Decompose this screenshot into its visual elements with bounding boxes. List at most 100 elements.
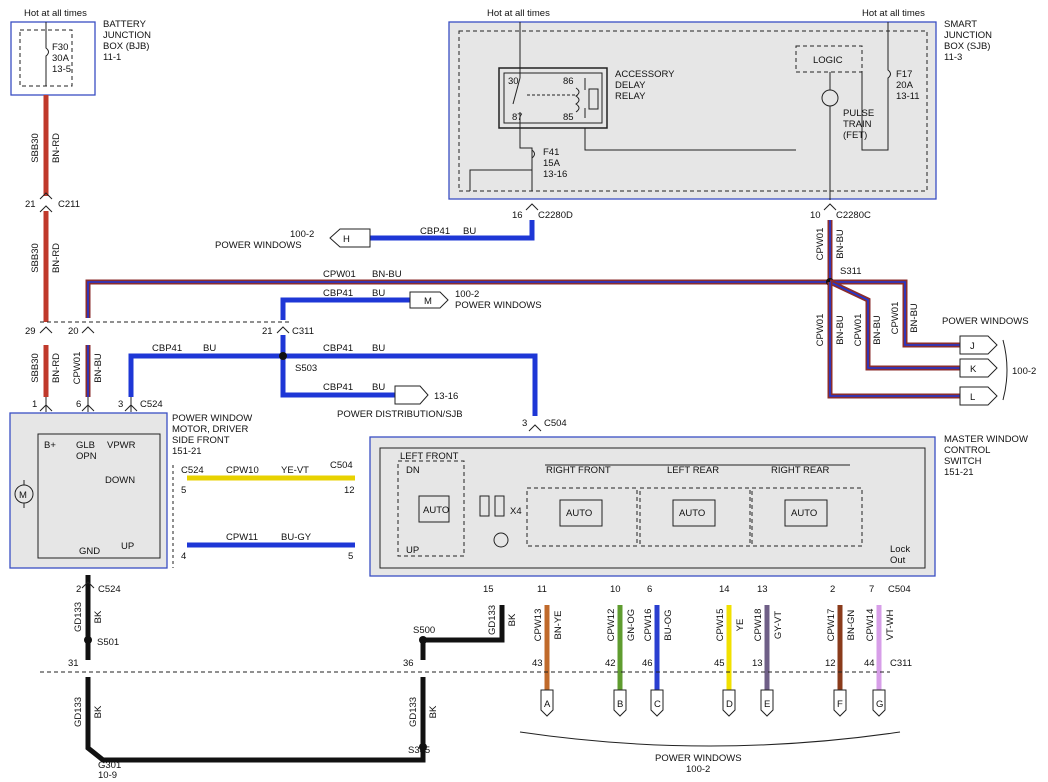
connector-m [409, 291, 449, 309]
bnrd-label-b: BN-RD [51, 243, 62, 273]
pin-20: 20 [68, 326, 79, 337]
battery-junction-box [10, 21, 96, 96]
pw-bottom-ref: 100-2 [686, 764, 710, 775]
connector-f [833, 689, 847, 717]
c504-label-b: C504 [330, 460, 353, 471]
wire-circuit: CPW15 [715, 609, 726, 642]
wire-bottom-pin: 45 [714, 658, 725, 669]
pin-2: 2 [76, 584, 81, 595]
connector-label: F [837, 699, 843, 710]
pin-5: 5 [181, 485, 186, 496]
bu-l-label: BU [203, 343, 216, 354]
right-rear-label: RIGHT REAR [771, 465, 830, 476]
c524-label-a: C524 [140, 399, 163, 410]
auto-label-rf: AUTO [566, 508, 592, 519]
bu-m-label: BU [372, 288, 385, 299]
s500-label: S500 [413, 625, 435, 636]
splice-s503 [279, 352, 287, 360]
connector-label: D [726, 699, 733, 710]
pulse-label-1: PULSE [843, 108, 874, 119]
auto-label-lr: AUTO [679, 508, 705, 519]
sbb30-label-a: SBB30 [30, 133, 41, 163]
wire-bottom-pin: 44 [864, 658, 875, 669]
pin-21: 21 [25, 199, 36, 210]
connector-power-distribution [394, 385, 429, 405]
pd-label: POWER DISTRIBUTION/SJB [337, 409, 463, 420]
wire-circuit: CPW16 [643, 609, 654, 642]
c311-label-b: C311 [890, 658, 912, 669]
wire-cpw01 [85, 220, 833, 397]
f30-ref: 13-5 [52, 64, 71, 75]
wire-top-pin: 14 [719, 584, 730, 595]
wire-top-pin: 10 [610, 584, 621, 595]
power-window-motor [9, 412, 168, 569]
bjb-ref: 11-1 [103, 52, 121, 63]
x4-label: X4 [510, 506, 522, 517]
bjb-title-2: JUNCTION [103, 30, 151, 41]
connector-h-label: H [343, 234, 350, 245]
wire-cpw01-branches [827, 279, 960, 399]
wire-top-pin: 7 [869, 584, 874, 595]
pin-4: 4 [181, 551, 186, 562]
master-title-2: CONTROL [944, 445, 990, 456]
up-switch-label: UP [406, 545, 419, 556]
cpw01-top-label: CPW01 [323, 269, 356, 280]
bjb-title-3: BOX (BJB) [103, 41, 149, 52]
motor-title-3: SIDE FRONT [172, 435, 230, 446]
f41-label: F41 [543, 147, 559, 158]
f30-label: F30 [52, 42, 68, 53]
vpwr-label: VPWR [107, 440, 136, 451]
pw-right-label: POWER WINDOWS [942, 316, 1029, 327]
glb-label: GLB [76, 440, 95, 451]
pin-3b: 3 [522, 418, 527, 429]
hot-label-bjb: Hot at all times [24, 8, 87, 19]
bu-pd-label: BU [372, 382, 385, 393]
wire-circuit: CPW17 [826, 609, 837, 642]
hot-label-f17: Hot at all times [862, 8, 925, 19]
bnbu-r2: BN-BU [872, 315, 883, 345]
master-title-1: MASTER WINDOW [944, 434, 1028, 445]
connector-label: C [654, 699, 661, 710]
pin-21b: 21 [262, 326, 273, 337]
wire-circuit: CPW13 [533, 609, 544, 642]
connector-h [329, 228, 371, 248]
pulse-label-3: (FET) [843, 130, 867, 141]
cpw01-r3: CPW01 [890, 302, 901, 335]
relay-pin-86: 86 [563, 76, 574, 87]
connector-l-label: L [970, 392, 975, 403]
wire-top-pin: 11 [537, 584, 547, 595]
motor-title-1: POWER WINDOW [172, 413, 252, 424]
f30-amp: 30A [52, 53, 70, 64]
bugy-label: BU-GY [281, 532, 312, 543]
pin-5b: 5 [348, 551, 353, 562]
relay-label-3: RELAY [615, 91, 646, 102]
f41-amp: 15A [543, 158, 561, 169]
s501-label: S501 [97, 637, 119, 648]
pin-3: 3 [118, 399, 123, 410]
wire-color: BU-OG [663, 609, 674, 640]
relay-label-2: DELAY [615, 80, 646, 91]
pw-jkl-ref: 100-2 [1012, 366, 1036, 377]
connector-j [959, 335, 998, 355]
relay-pin-85: 85 [563, 112, 574, 123]
connector-k [959, 358, 998, 378]
wire-color: GN-OG [626, 609, 637, 641]
connector-c [650, 689, 664, 717]
bk-a: BK [93, 610, 104, 623]
pin-1: 1 [32, 399, 37, 410]
f17-ref: 13-11 [896, 91, 920, 102]
cpw10-label: CPW10 [226, 465, 259, 476]
gd133-d: GD133 [408, 697, 419, 727]
up-label: UP [121, 541, 134, 552]
opn-label: OPN [76, 451, 97, 462]
wire-bottom-pin: 43 [532, 658, 543, 669]
bplus-label: B+ [44, 440, 56, 451]
dn-label: DN [406, 465, 420, 476]
ground-wiring [84, 575, 505, 763]
c2280c-pin: 10 [810, 210, 821, 221]
wire-color: GY-VT [773, 611, 784, 639]
c524-label-c: C524 [98, 584, 121, 595]
motor-ref: 151-21 [172, 446, 202, 457]
down-label: DOWN [105, 475, 135, 486]
